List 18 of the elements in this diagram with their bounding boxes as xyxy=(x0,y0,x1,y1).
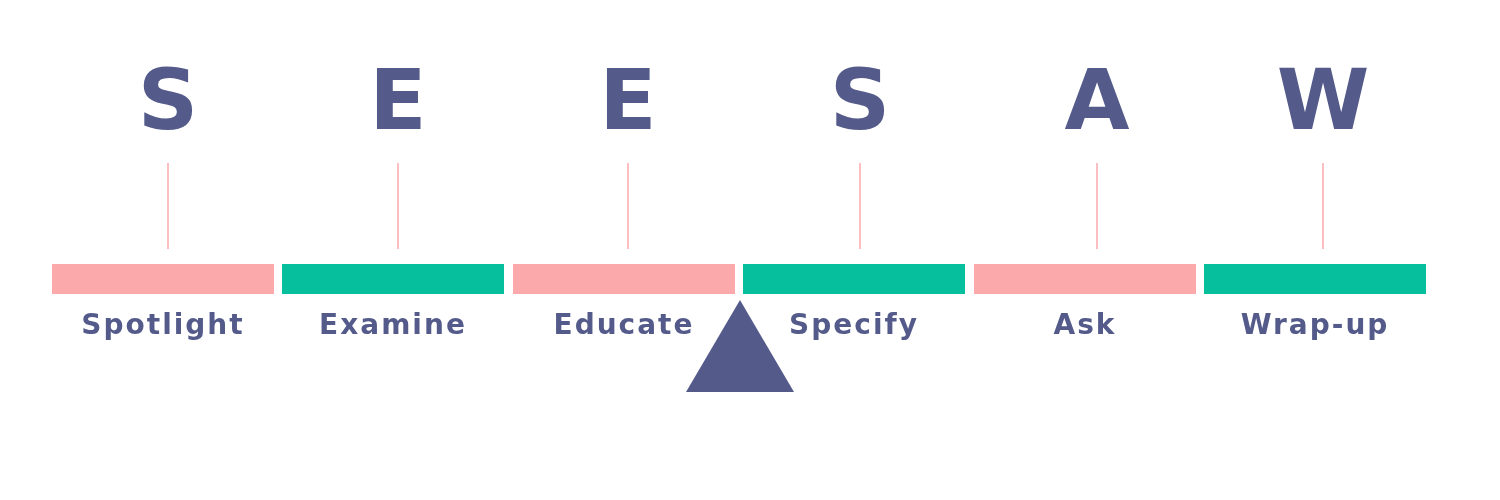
connector-line xyxy=(627,162,629,250)
connector-line xyxy=(859,162,861,250)
acronym-letter: W xyxy=(1263,50,1383,163)
connector-line xyxy=(167,162,169,250)
stage-label: Ask xyxy=(1053,308,1117,342)
acronym-letter: A xyxy=(1037,50,1157,163)
acronym-letter: S xyxy=(108,50,228,163)
connector-line xyxy=(397,162,399,250)
stage-label: Spotlight xyxy=(81,308,245,342)
acronym-letter: S xyxy=(800,50,920,163)
stage-label: Examine xyxy=(319,308,467,342)
stage-label: Specify xyxy=(789,308,919,342)
stage-label: Educate xyxy=(553,308,695,342)
acronym-letter: E xyxy=(568,50,688,163)
acronym-letter: E xyxy=(338,50,458,163)
connector-line xyxy=(1322,162,1324,250)
stage-label: Wrap-up xyxy=(1240,308,1390,342)
connector-line xyxy=(1096,162,1098,250)
